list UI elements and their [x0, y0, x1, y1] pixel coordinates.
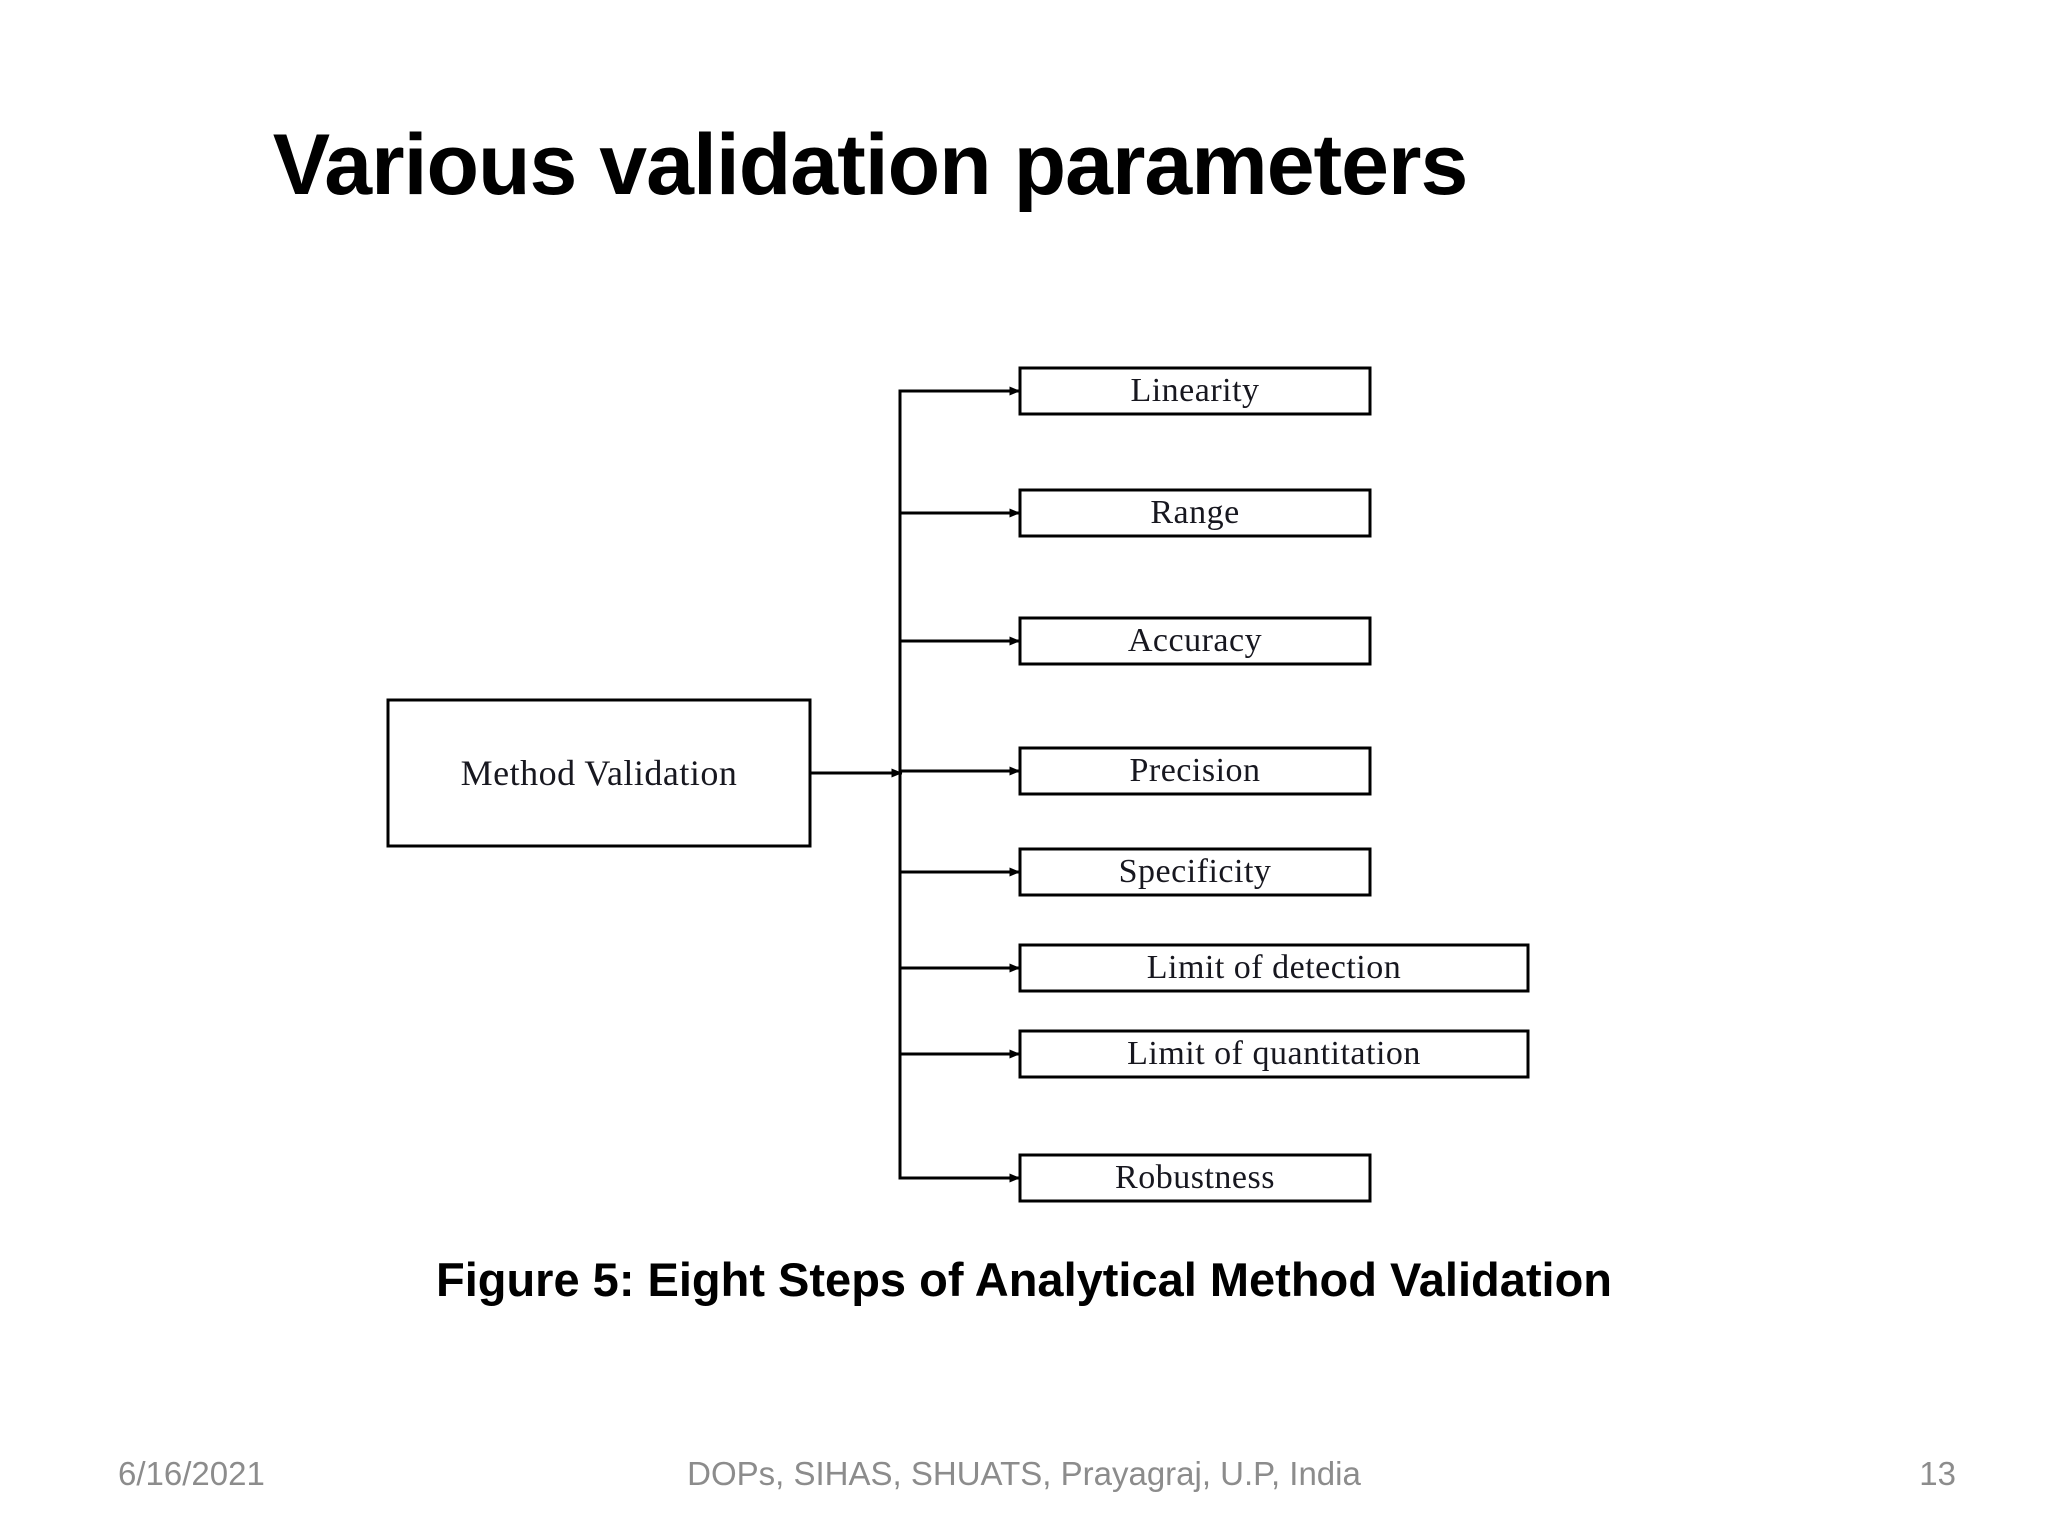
node-label-range: Range: [1150, 494, 1240, 531]
node-box-limit-of-detection: [1018, 943, 1530, 993]
node-box-linearity: [1018, 366, 1372, 416]
node-box-method-validation: [386, 698, 812, 848]
node-label-method-validation: Method Validation: [460, 753, 738, 793]
node-box-range: [1018, 488, 1372, 538]
footer-page-number: 13: [1919, 1455, 1956, 1492]
node-label-limit-of-detection: Limit of detection: [1146, 949, 1402, 986]
node-box-precision: [1018, 746, 1372, 796]
node-label-precision: Precision: [1129, 752, 1261, 789]
node-label-accuracy: Accuracy: [1127, 622, 1263, 659]
slide-footer: 6/16/2021 DOPs, SIHAS, SHUATS, Prayagraj…: [0, 1455, 2048, 1505]
node-label-robustness: Robustness: [1115, 1159, 1275, 1196]
flowchart-boxes: [386, 366, 1530, 1203]
page-title: Various validation parameters: [272, 117, 1469, 213]
footer-affiliation: DOPs, SIHAS, SHUATS, Prayagraj, U.P, Ind…: [687, 1455, 1361, 1492]
node-label-limit-of-quantitation: Limit of quantitation: [1127, 1035, 1421, 1072]
node-box-accuracy: [1018, 616, 1372, 666]
figure-caption: Figure 5: Eight Steps of Analytical Meth…: [436, 1253, 1612, 1306]
flowchart-svg: [386, 366, 1530, 1203]
flowchart-connectors: [810, 386, 1021, 1183]
node-label-specificity: Specificity: [1118, 853, 1272, 890]
node-label-linearity: Linearity: [1130, 372, 1260, 409]
node-box-specificity: [1018, 847, 1372, 897]
footer-date: 6/16/2021: [118, 1455, 265, 1492]
